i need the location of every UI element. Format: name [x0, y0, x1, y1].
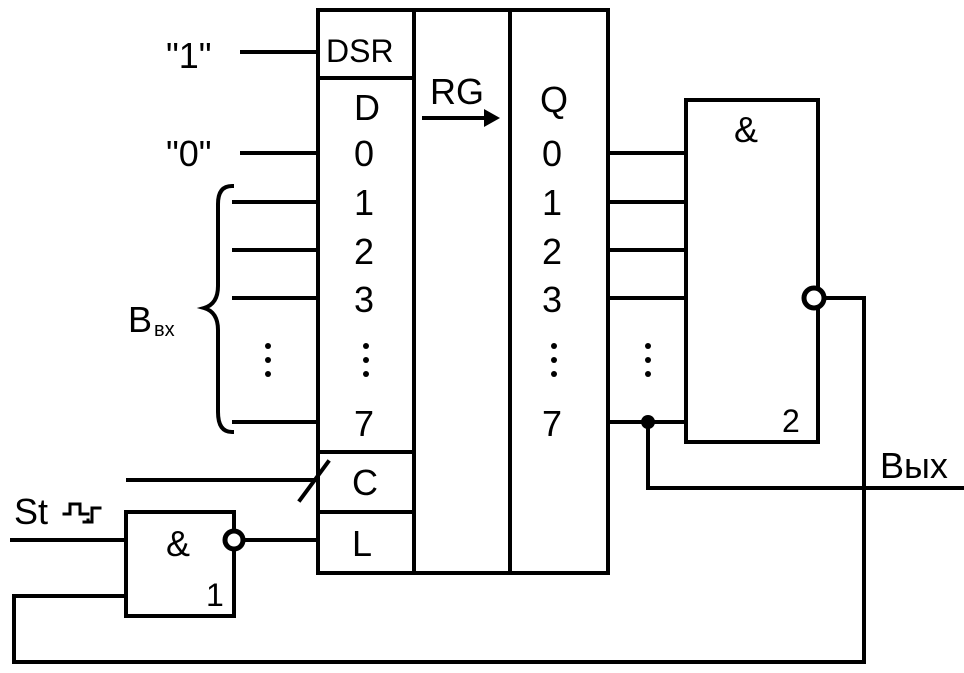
d-pin-3: 3 — [354, 279, 374, 320]
and-gate-2-number: 2 — [782, 403, 800, 439]
q-pin-3: 3 — [542, 279, 562, 320]
clock-tick — [297, 459, 331, 503]
d-pin-7: 7 — [354, 403, 374, 444]
d-label: D — [354, 87, 380, 128]
rg-label: RG — [430, 71, 484, 112]
and-gate-1-number: 1 — [206, 577, 224, 613]
and-gate-2-inversion-bubble — [801, 285, 827, 311]
d-ellipsis — [363, 343, 369, 377]
q-pin-7: 7 — [542, 403, 562, 444]
c-label: C — [352, 462, 378, 503]
right-wire-ellipsis — [645, 343, 651, 377]
shift-register — [316, 8, 610, 575]
svg-text:B: B — [128, 299, 152, 340]
q-label: Q — [540, 79, 568, 120]
feedback-wire — [12, 296, 866, 664]
svg-text:St: St — [14, 491, 48, 532]
and-gate-1 — [124, 510, 236, 618]
q-pin-1: 1 — [542, 182, 562, 223]
and-gate-1-inversion-bubble — [222, 528, 246, 552]
input-zero-label: "0" — [166, 133, 212, 174]
output-wire — [646, 420, 964, 490]
output-label: Вых — [880, 445, 948, 486]
input-bus-label: B вх — [128, 299, 175, 341]
d-pin-2: 2 — [354, 231, 374, 272]
d-pin-1: 1 — [354, 182, 374, 223]
st-input-label: St — [14, 491, 102, 532]
l-label: L — [352, 523, 372, 564]
input-bus-brace — [196, 183, 235, 435]
q-pin-0: 0 — [542, 133, 562, 174]
dsr-label: DSR — [326, 33, 394, 69]
and-gate-1-symbol: & — [166, 523, 190, 564]
left-wire-ellipsis — [265, 343, 271, 377]
shift-right-arrow-icon — [422, 109, 500, 127]
svg-text:вх: вх — [154, 319, 175, 341]
input-one-label: "1" — [166, 35, 212, 76]
q-ellipsis — [551, 343, 557, 377]
q-pin-2: 2 — [542, 231, 562, 272]
and-gate-2 — [684, 98, 820, 444]
pulse-icon — [62, 502, 90, 522]
d-pin-0: 0 — [354, 133, 374, 174]
and-gate-2-symbol: & — [734, 109, 758, 150]
